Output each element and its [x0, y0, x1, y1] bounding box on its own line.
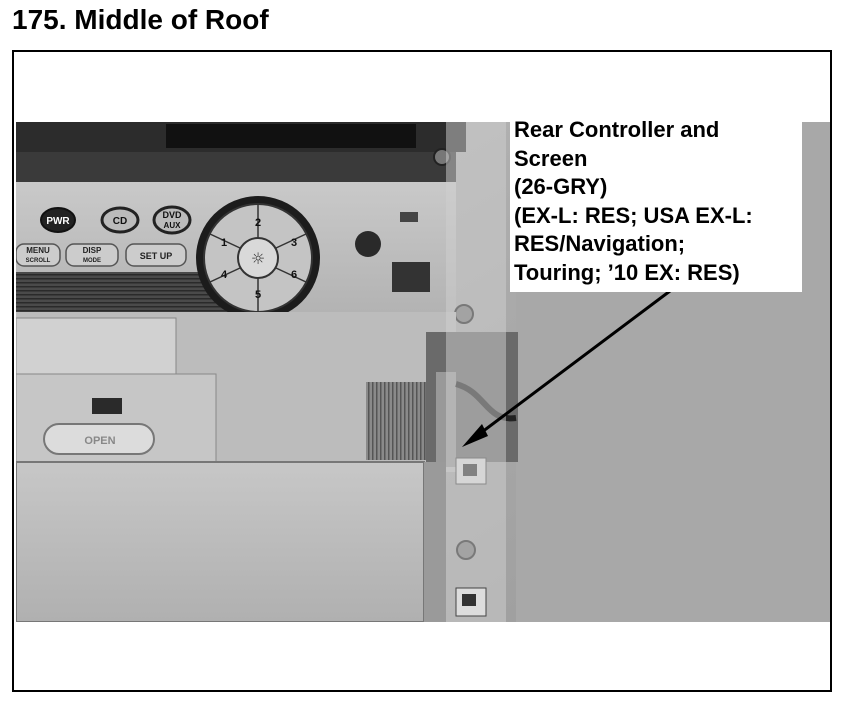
- svg-text:SET UP: SET UP: [140, 251, 173, 261]
- pwr-button: PWR: [40, 207, 76, 233]
- svg-text:AUX: AUX: [164, 221, 182, 230]
- disp-mode-button: DISP MODE: [65, 243, 119, 267]
- svg-text:3: 3: [291, 237, 297, 249]
- svg-text:DVD: DVD: [162, 210, 182, 220]
- svg-text:6: 6: [291, 269, 297, 281]
- figure-frame: PWR CD DVD AUX MENU SCROLL DISP MODE SET…: [12, 50, 832, 692]
- svg-text:MODE: MODE: [83, 258, 101, 264]
- svg-text:SCROLL: SCROLL: [26, 258, 51, 264]
- panel-hole: [355, 231, 381, 257]
- housing-slot: [166, 124, 416, 148]
- callout-line: Touring; ’10 EX: RES): [514, 259, 740, 285]
- latch-slot: [92, 398, 122, 414]
- numbered-dial: 2 1 3 4 6 5 ☼: [196, 196, 320, 320]
- panel-tab: [400, 212, 418, 222]
- menu-scroll-button: MENU SCROLL: [16, 243, 61, 267]
- rear-screen: [16, 461, 425, 622]
- callout-line: RES/Navigation;: [514, 231, 686, 256]
- callout-label: Rear Controller and Screen (26-GRY) (EX-…: [510, 112, 802, 292]
- svg-text:1: 1: [221, 237, 227, 249]
- callout-text: Rear Controller and Screen (26-GRY) (EX-…: [514, 116, 753, 287]
- svg-text:CD: CD: [113, 216, 127, 227]
- svg-text:OPEN: OPEN: [84, 435, 115, 447]
- svg-text:2: 2: [255, 217, 261, 229]
- callout-line: Screen: [514, 145, 588, 171]
- cd-button: CD: [100, 206, 140, 234]
- dvd-aux-button: DVD AUX: [152, 205, 192, 235]
- setup-button: SET UP: [125, 243, 187, 267]
- callout-line: Rear Controller and: [514, 117, 720, 142]
- open-button: OPEN: [43, 423, 155, 455]
- svg-text:☼: ☼: [251, 249, 265, 268]
- panel-slot: [392, 262, 430, 292]
- cover-panel: [16, 317, 177, 375]
- callout-arrow: [462, 280, 683, 447]
- svg-text:5: 5: [255, 289, 261, 301]
- svg-text:DISP: DISP: [83, 246, 102, 255]
- connector-ribs: [366, 382, 430, 460]
- svg-text:MENU: MENU: [26, 246, 50, 255]
- svg-text:4: 4: [221, 269, 228, 281]
- svg-text:PWR: PWR: [46, 216, 70, 227]
- callout-line: (26-GRY): [514, 174, 608, 199]
- callout-line: (EX-L: RES; USA EX-L:: [514, 202, 753, 228]
- metal-rail: [446, 122, 506, 622]
- vent-ribs: [16, 272, 236, 312]
- page-title: 175. Middle of Roof: [12, 4, 269, 35]
